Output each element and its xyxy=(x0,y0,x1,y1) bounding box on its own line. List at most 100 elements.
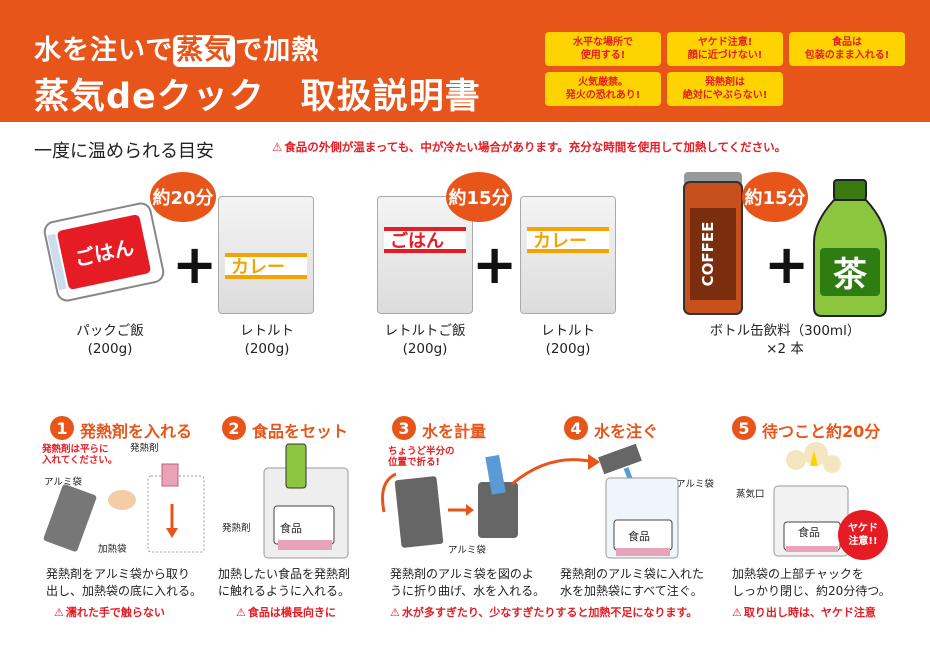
title-line-2: 蒸気deクック 取扱説明書 xyxy=(34,77,481,117)
item-name: ボトル缶飲料（300ml） xyxy=(709,323,861,339)
step-description: 加熱したい食品を発熱剤に触れるように入れる。 xyxy=(218,566,350,600)
coffee-can-icon: COFFEE xyxy=(683,172,743,315)
plus-icon: + xyxy=(472,233,518,296)
desc-text: しっかり閉じ、約20分待つ。 xyxy=(732,584,891,598)
step-note: 発熱剤 xyxy=(222,523,251,534)
step-title: 食品をセット xyxy=(252,422,349,441)
desc-text: 加熱したい食品を発熱剤 xyxy=(218,567,351,581)
warn-text: 濡れた手で触らない xyxy=(65,606,165,619)
title-text: で加熱 xyxy=(235,35,320,66)
curry-pouch: カレー xyxy=(520,196,616,314)
warning-text: 絶対にやぶらない! xyxy=(682,90,768,101)
step-title: 水を計量 xyxy=(422,422,487,441)
warning-icon: ⚠ xyxy=(272,140,283,154)
item-amount: (200g) xyxy=(87,341,133,357)
step-description: 加熱袋の上部チャックをしっかり閉じ、約20分待つ。 xyxy=(732,566,891,600)
warning-icon: ⚠ xyxy=(54,606,64,619)
step-warning: ⚠濡れた手で触らない xyxy=(54,604,165,620)
time-badge: 約20分 xyxy=(150,172,216,222)
burn-badge: ヤケド注意!! xyxy=(838,510,888,560)
section-notice: ⚠食品の外側が温まっても、中が冷たい場合があります。充分な時間を使用して加熱して… xyxy=(272,139,786,155)
warning-text: 顔に近づけない! xyxy=(687,50,763,61)
step2-illustration xyxy=(263,443,349,559)
step-number: 2 xyxy=(222,416,246,440)
item-name: レトルト xyxy=(240,323,294,339)
step4-illustration xyxy=(598,443,679,559)
title-highlight: 蒸気 xyxy=(173,35,236,67)
desc-text: うに折り曲げ、水を入れる。 xyxy=(390,584,546,598)
desc-text: 水を加熱袋にすべて注ぐ。 xyxy=(560,584,703,598)
item-caption: レトルトご飯 (200g) xyxy=(370,322,480,358)
warning-text: ヤケド注意! xyxy=(697,37,753,48)
step1-illustration xyxy=(43,463,205,553)
step-note: ちょうど半分の位置で折る! xyxy=(388,446,455,468)
warning-icon: ⚠ xyxy=(390,606,400,619)
time-badge: 約15分 xyxy=(446,172,512,222)
warning-text: 食品は xyxy=(832,37,862,48)
step-number: 4 xyxy=(564,416,588,440)
warn-text: 食品は横長向きに xyxy=(247,606,336,619)
step-warning: ⚠水が多すぎたり、少なすぎたりすると加熱不足になります。 xyxy=(390,604,697,620)
can-label: COFFEE xyxy=(699,222,717,287)
warning-text: 使用する! xyxy=(580,50,626,61)
step-description: 発熱剤をアルミ袋から取り出し、加熱袋の底に入れる。 xyxy=(46,566,202,600)
step-note: 発熱剤は平らに入れてください。 xyxy=(42,444,117,466)
warning-icon: ⚠ xyxy=(236,606,246,619)
warn-text: 水が多すぎたり、少なすぎたりすると加熱不足になります。 xyxy=(401,606,698,619)
section-title: 一度に温められる目安 xyxy=(34,141,214,162)
item-caption: パックご飯 (200g) xyxy=(55,322,165,358)
step-number: 5 xyxy=(732,416,756,440)
step-description: 発熱剤のアルミ袋を図のように折り曲げ、水を入れる。 xyxy=(390,566,545,600)
tea-label: 茶 xyxy=(833,255,868,295)
warning-box-package: 食品は包装のまま入れる! xyxy=(789,32,905,66)
item-caption: ボトル缶飲料（300ml） ×2 本 xyxy=(690,322,880,358)
title-line-1: 水を注いで蒸気で加熱 xyxy=(34,28,319,67)
item-amount: (200g) xyxy=(545,341,591,357)
desc-text: 加熱袋の上部チャックを xyxy=(732,567,864,581)
warning-text: 包装のまま入れる! xyxy=(804,50,890,61)
rice-pack-icon: ごはん xyxy=(43,202,165,302)
step-number: 3 xyxy=(392,416,416,440)
rice-label: ごはん xyxy=(384,227,466,253)
item-name: レトルト xyxy=(541,323,595,339)
step-note: 食品 xyxy=(628,530,650,543)
step-warning: ⚠取り出し時は、ヤケド注意 xyxy=(732,604,876,620)
curry-label: カレー xyxy=(527,227,609,253)
item-caption: レトルト (200g) xyxy=(513,322,623,358)
desc-text: 発熱剤のアルミ袋に入れた xyxy=(560,567,704,581)
badge-text: ヤケド xyxy=(848,523,878,534)
step-note: 加熱袋 xyxy=(98,544,127,555)
title-text: 水を注いで xyxy=(34,35,174,66)
note-text: 発熱剤は平らに xyxy=(42,444,109,455)
warning-text: 水平な場所で xyxy=(573,37,633,48)
step-title: 発熱剤を入れる xyxy=(80,422,193,441)
badge-text: 注意!! xyxy=(848,536,878,547)
warn-text: 取り出し時は、ヤケド注意 xyxy=(743,606,876,619)
curry-label: カレー xyxy=(225,253,307,279)
tea-bottle-icon: 茶 xyxy=(813,179,887,317)
step-note: アルミ袋 xyxy=(44,477,82,488)
step-note: 発熱剤 xyxy=(130,443,159,454)
desc-text: に触れるように入れる。 xyxy=(218,584,351,598)
notice-text: 食品の外側が温まっても、中が冷たい場合があります。充分な時間を使用して加熱してく… xyxy=(284,140,787,154)
desc-text: 出し、加熱袋の底に入れる。 xyxy=(46,584,203,598)
step-number: 1 xyxy=(50,416,74,440)
warning-box-burn: ヤケド注意! 顔に近づけない! xyxy=(667,32,783,66)
item-amount: (200g) xyxy=(402,341,448,357)
plus-icon: + xyxy=(172,233,218,296)
step-note: アルミ袋 xyxy=(676,479,714,490)
item-name: パックご飯 xyxy=(76,323,144,339)
warning-box-fire: 火気厳禁。発火の恐れあり! xyxy=(545,72,661,106)
warning-text: 火気厳禁。 xyxy=(578,77,628,88)
warning-box-level: 水平な場所で使用する! xyxy=(545,32,661,66)
note-text: 入れてください。 xyxy=(42,455,118,466)
warning-icon: ⚠ xyxy=(732,606,742,619)
step-note: 食品 xyxy=(280,522,302,535)
item-caption: レトルト(200g) xyxy=(212,322,322,358)
step-warning: ⚠食品は横長向きに xyxy=(236,604,336,620)
item-name: レトルトご飯 xyxy=(384,323,466,339)
desc-text: 発熱剤のアルミ袋を図のよ xyxy=(390,567,534,581)
plus-icon: + xyxy=(764,233,810,296)
item-amount: ×2 本 xyxy=(766,341,804,357)
step-title: 待つこと約20分 xyxy=(762,422,881,441)
